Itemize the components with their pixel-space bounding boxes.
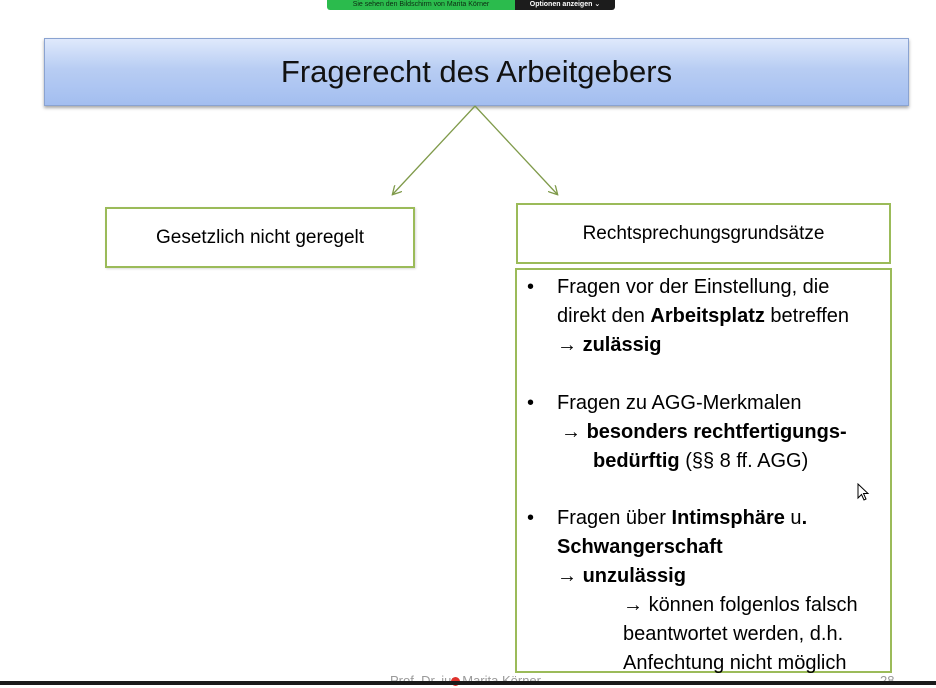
arrow-right-icon: →	[557, 334, 577, 356]
item-line: Fragen zu AGG-Merkmalen	[557, 392, 802, 414]
arrow-to-left-box	[393, 105, 476, 194]
arrow-right-icon: →	[623, 594, 643, 616]
screen-share-bar: Sie sehen den Bildschirm von Marita Körn…	[327, 0, 615, 10]
share-status-label: Sie sehen den Bildschirm von Marita Körn…	[327, 0, 515, 10]
item-line: beantwortet werden, d.h.	[623, 623, 844, 645]
right-box-label: Rechtsprechungsgrundsätze	[582, 222, 825, 244]
rules-list-box: • Fragen vor der Einstellung, die direkt…	[515, 268, 892, 674]
item-line: bedürftig (§§ 8 ff. AGG)	[593, 450, 809, 472]
item-line: → besonders rechtfertigungs-	[561, 421, 847, 443]
bullet-icon: •	[527, 276, 535, 298]
chevron-down-icon: ⌄	[594, 1, 601, 8]
arrow-right-icon: →	[557, 565, 577, 587]
right-box: Rechtsprechungsgrundsätze	[516, 203, 891, 264]
item-line: Fragen vor der Einstellung, die	[557, 276, 830, 298]
bullet-icon: •	[527, 507, 535, 529]
view-options-label: Optionen anzeigen	[529, 1, 593, 8]
list-item: • Fragen zu AGG-Merkmalen → besonders re…	[527, 389, 887, 476]
arrow-right-icon: →	[561, 421, 581, 443]
item-line: → können folgenlos falsch	[623, 594, 858, 616]
item-line: Anfechtung nicht möglich	[623, 652, 847, 674]
left-box-label: Gesetzlich nicht geregelt	[155, 226, 365, 248]
item-line: Schwangerschaft	[557, 536, 723, 558]
list-item: • Fragen vor der Einstellung, die direkt…	[527, 273, 887, 360]
item-line: Fragen über Intimsphäre u.	[557, 507, 808, 529]
item-line: direkt den Arbeitsplatz betreffen	[557, 305, 849, 327]
mouse-cursor-icon	[857, 483, 870, 501]
left-box: Gesetzlich nicht geregelt	[105, 207, 415, 268]
view-options-button[interactable]: Optionen anzeigen ⌄	[515, 0, 615, 10]
item-line: → unzulässig	[557, 565, 686, 587]
bullet-icon: •	[527, 392, 535, 414]
item-line: → zulässig	[557, 334, 662, 356]
taskbar	[0, 681, 936, 685]
arrow-to-right-box	[474, 105, 557, 194]
slide-title-box: Fragerecht des Arbeitgebers	[44, 38, 909, 106]
list-item: • Fragen über Intimsphäre u. Schwangersc…	[527, 504, 887, 678]
slide-title: Fragerecht des Arbeitgebers	[280, 54, 673, 89]
